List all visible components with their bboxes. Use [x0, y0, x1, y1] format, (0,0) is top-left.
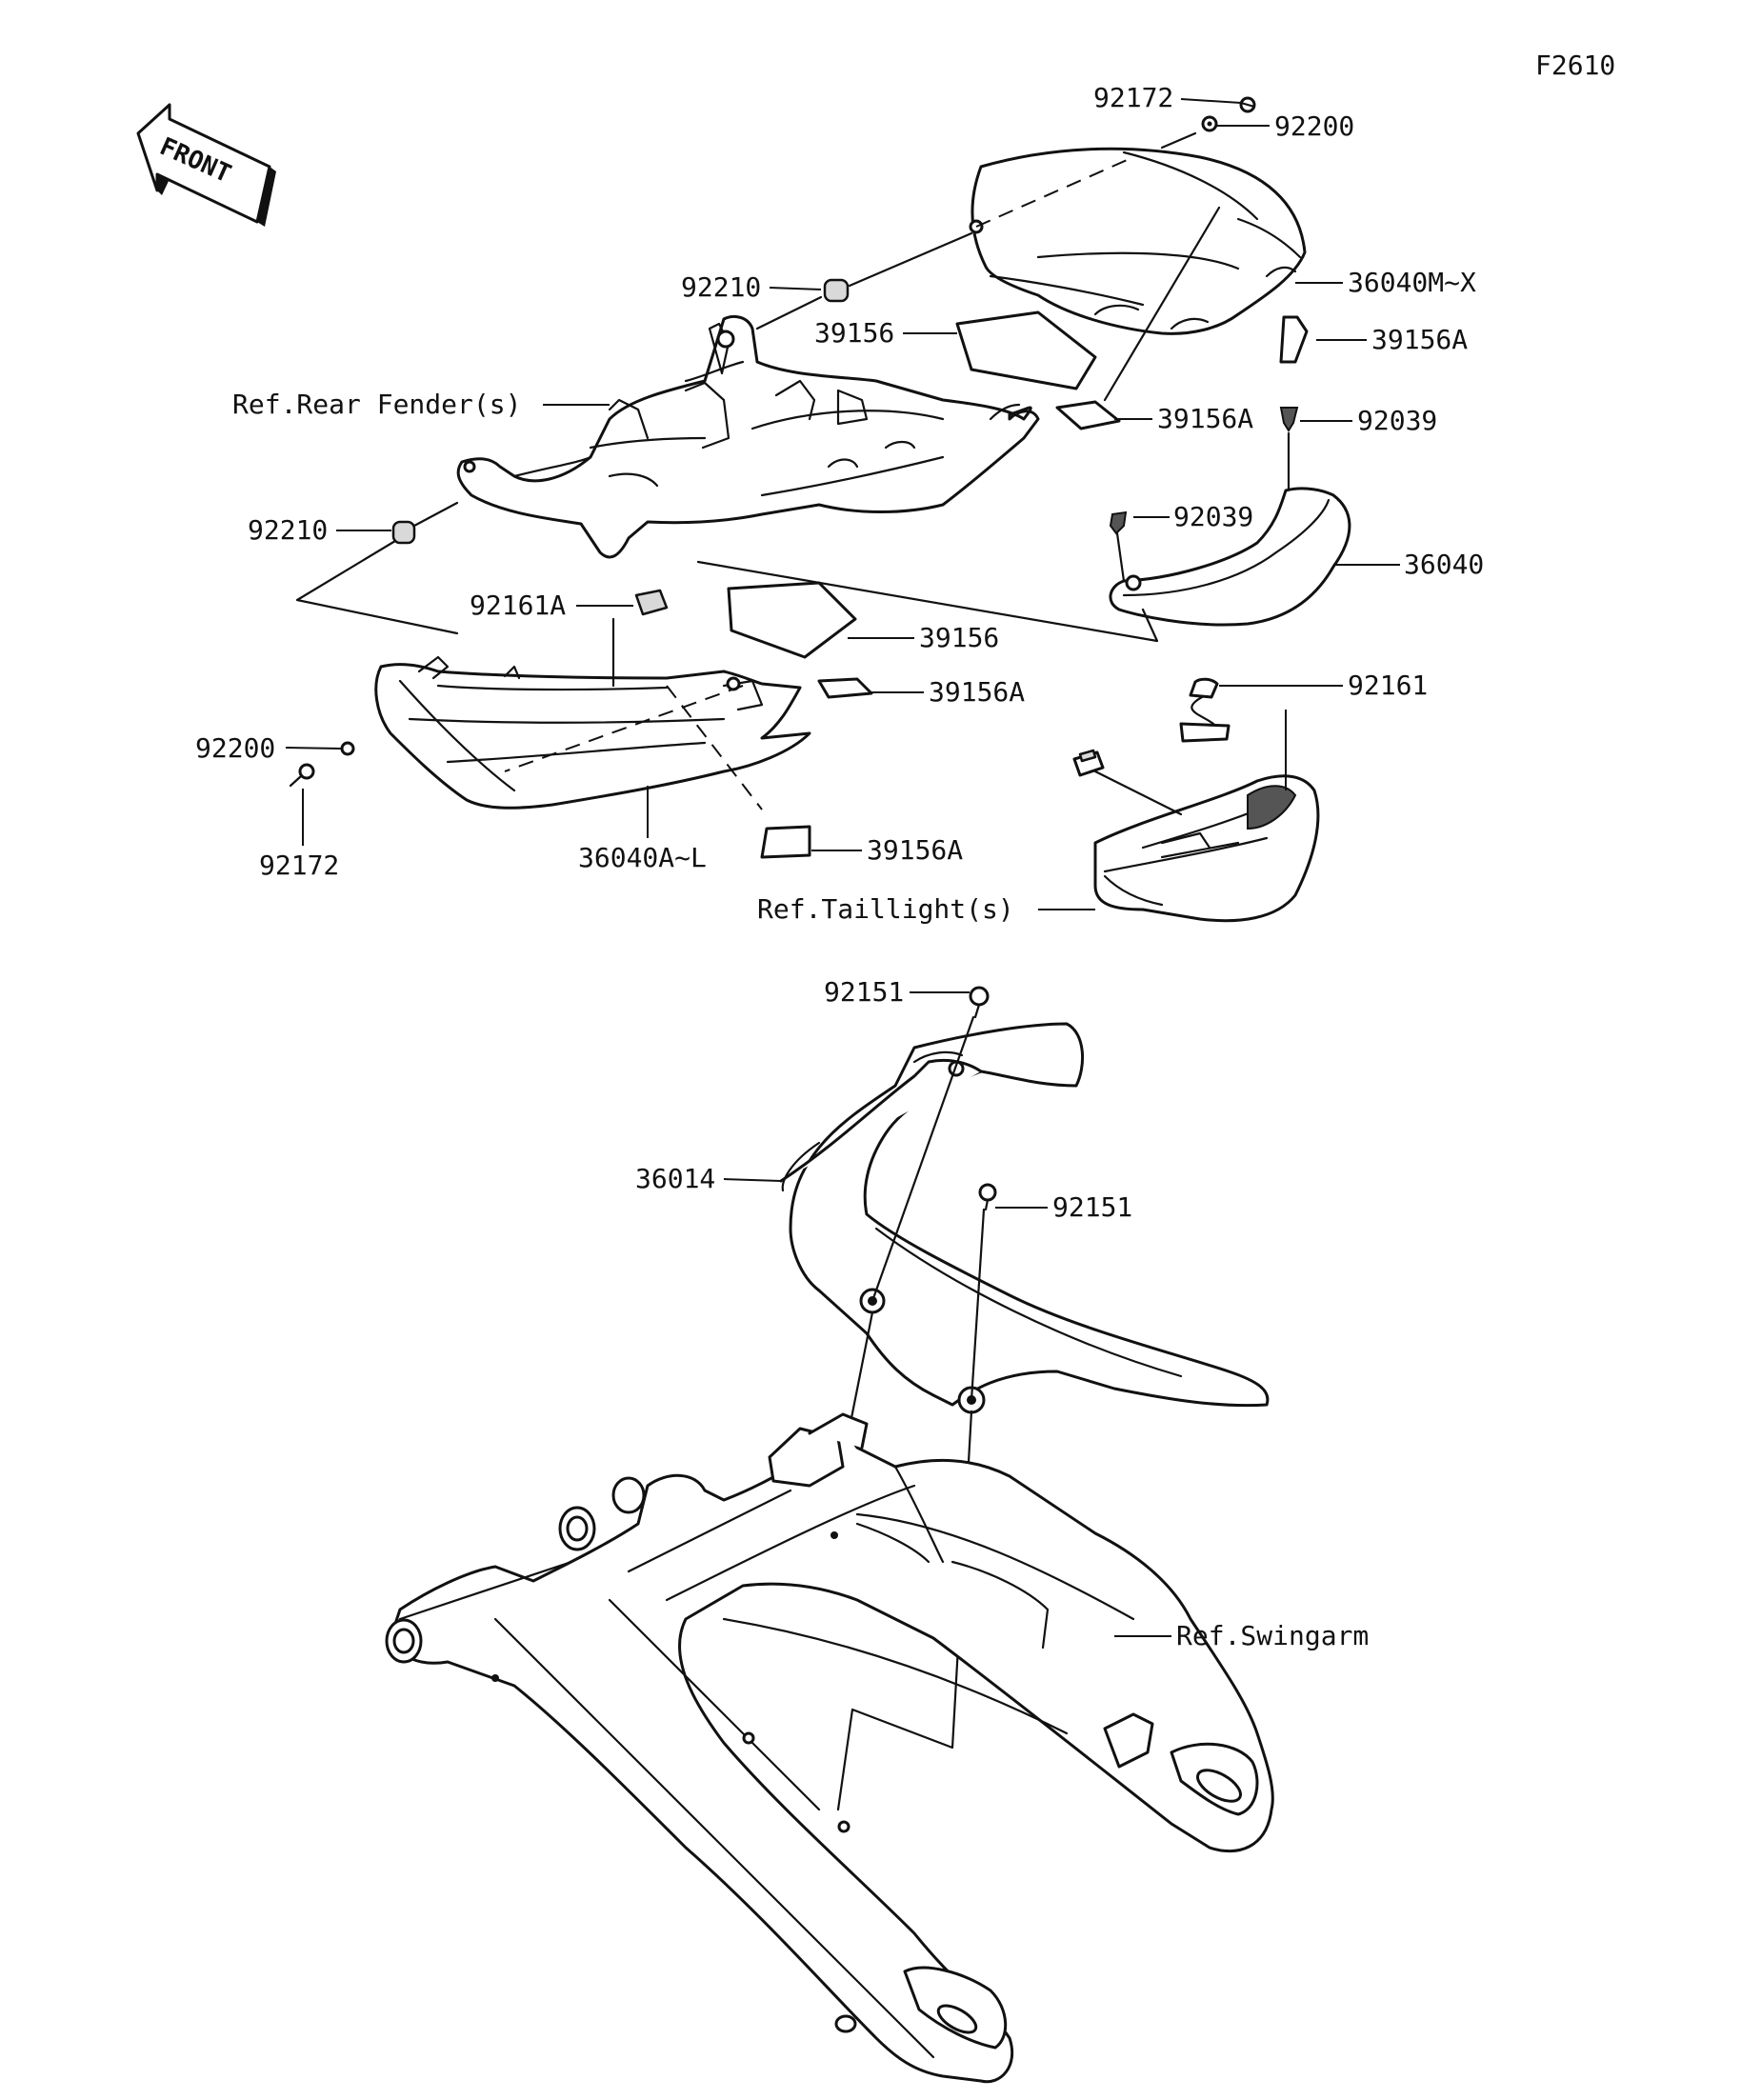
taillight-assembly [1093, 774, 1320, 923]
label-39156A-mid [1055, 400, 1121, 430]
label-92161: 92161 [1348, 670, 1428, 701]
label-36040M-X: 36040M~X [1348, 267, 1476, 298]
label-92200-top: 92200 [1274, 110, 1354, 142]
label-39156A-lower: 39156A [929, 676, 1025, 708]
label-39156A-mid: 39156A [1157, 403, 1253, 434]
label-92210-left: 92210 [248, 514, 328, 546]
swingarm [385, 1412, 1274, 2084]
chain-guard-36014 [779, 1022, 1270, 1414]
label-39156-mid [727, 581, 857, 659]
seat-cowl-upper [969, 147, 1307, 335]
side-cover-36040 [1109, 487, 1351, 627]
label-92039-b: 92039 [1173, 501, 1253, 532]
label-39156-top [955, 310, 1097, 390]
label-92151-a: 92151 [824, 976, 904, 1008]
label-36040: 36040 [1404, 549, 1484, 580]
label-39156-top: 39156 [814, 317, 894, 349]
label-ref-taillight: Ref.Taillight(s) [757, 893, 1014, 925]
clip-92039-b [1109, 510, 1128, 535]
front-arrow-icon: FRONT [136, 103, 276, 227]
washer-92200-top [1201, 115, 1218, 132]
label-92172-left: 92172 [259, 850, 339, 881]
collar-92210-top [823, 278, 850, 303]
label-39156A-right [1279, 315, 1309, 364]
washer-92200-left [340, 741, 355, 756]
pad-92161A [634, 589, 669, 616]
label-39156A-lower [817, 677, 873, 699]
screw-92172-top [1239, 96, 1256, 113]
screw-92151-a [969, 986, 990, 1019]
label-36040A-L: 36040A~L [578, 842, 707, 873]
side-cover-36040AL [374, 655, 811, 810]
label-ref-rear-fender: Ref.Rear Fender(s) [232, 389, 521, 420]
label-39156A-right: 39156A [1371, 324, 1468, 355]
label-92210-top: 92210 [681, 271, 761, 303]
screw-92151-b [978, 1183, 997, 1211]
diagram-code: F2610 [1535, 50, 1615, 81]
label-39156A-bottom: 39156A [867, 834, 963, 866]
label-ref-swingarm: Ref.Swingarm [1176, 1620, 1369, 1651]
strap-92161 [1179, 677, 1231, 743]
label-92172-top: 92172 [1093, 82, 1173, 113]
label-92200-left: 92200 [195, 732, 275, 764]
label-39156-mid: 39156 [919, 622, 999, 653]
label-92151-b: 92151 [1052, 1191, 1132, 1223]
label-92161A: 92161A [470, 590, 566, 621]
label-36014: 36014 [635, 1163, 715, 1194]
rear-fender-body [456, 315, 1040, 559]
screw-92172-left [289, 763, 315, 788]
label-92039-a: 92039 [1357, 405, 1437, 436]
clip-92039-a [1279, 407, 1299, 432]
label-39156A-bottom [760, 825, 811, 859]
collar-92210-left [391, 520, 416, 545]
